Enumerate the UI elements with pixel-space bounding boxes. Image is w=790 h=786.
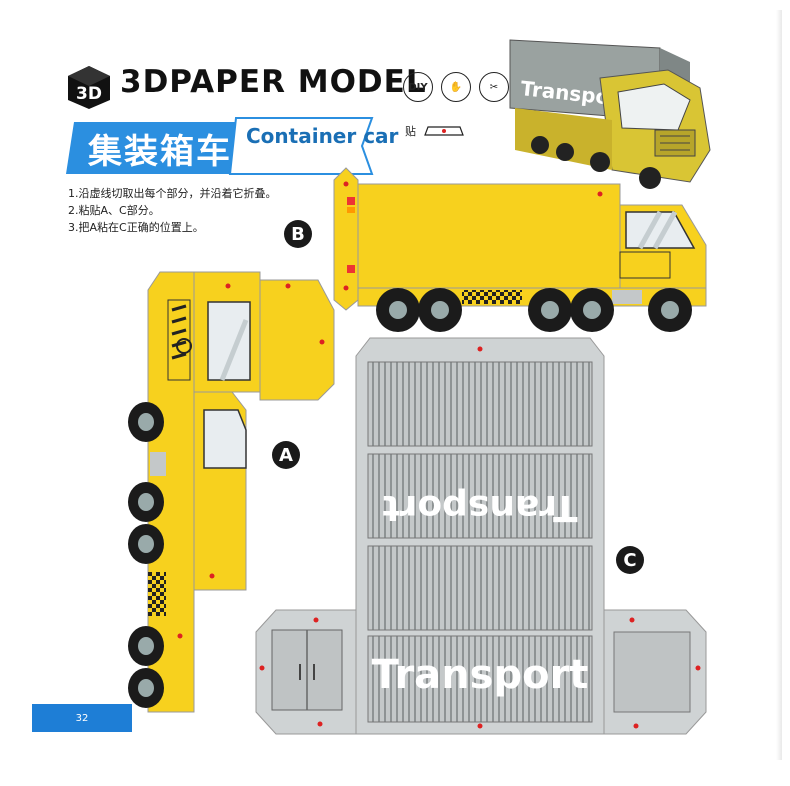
part-c-label: C xyxy=(616,546,644,574)
hand-icon: ✋ xyxy=(441,72,471,102)
page-number: 32 xyxy=(32,704,132,732)
container-text-inverted: Transport xyxy=(382,487,577,528)
title-chinese: 集装箱车 xyxy=(88,132,232,172)
logo-text: 3D xyxy=(76,84,102,104)
wheel-group xyxy=(376,288,692,332)
title-english: Container car xyxy=(246,124,399,148)
title-banner xyxy=(66,117,374,175)
container-text: Transport xyxy=(372,652,589,698)
part-b-label: B xyxy=(284,220,312,248)
part-c-container-net: Transport Transport xyxy=(255,337,707,735)
instruction-step: 1.沿虚线切取出每个部分，并沿着它折叠。 xyxy=(68,187,277,200)
part-a-label: A xyxy=(272,441,300,469)
truck-preview-image: Transport xyxy=(509,39,711,189)
badge-row: DIY ✋ ✂ xyxy=(403,72,509,102)
glue-symbol-icon xyxy=(424,126,464,136)
part-a-cab-net xyxy=(128,271,335,713)
instruction-step: 2.粘贴A、C部分。 xyxy=(68,204,160,217)
instruction-step: 3.把A粘在C正确的位置上。 xyxy=(68,221,204,234)
3d-logo-icon: 3D xyxy=(68,66,110,109)
instruction-list: 1.沿虚线切取出每个部分，并沿着它折叠。 2.粘贴A、C部分。 3.把A粘在C正… xyxy=(68,185,277,236)
part-b-truck-side xyxy=(333,167,707,332)
scissors-icon: ✂ xyxy=(479,72,509,102)
diy-badge: DIY xyxy=(403,72,433,102)
brand-title: 3DPAPER MODEL xyxy=(120,64,427,100)
wheel-group xyxy=(128,402,164,708)
page-edge-shadow xyxy=(776,10,782,760)
glue-label: 贴 xyxy=(405,125,416,138)
